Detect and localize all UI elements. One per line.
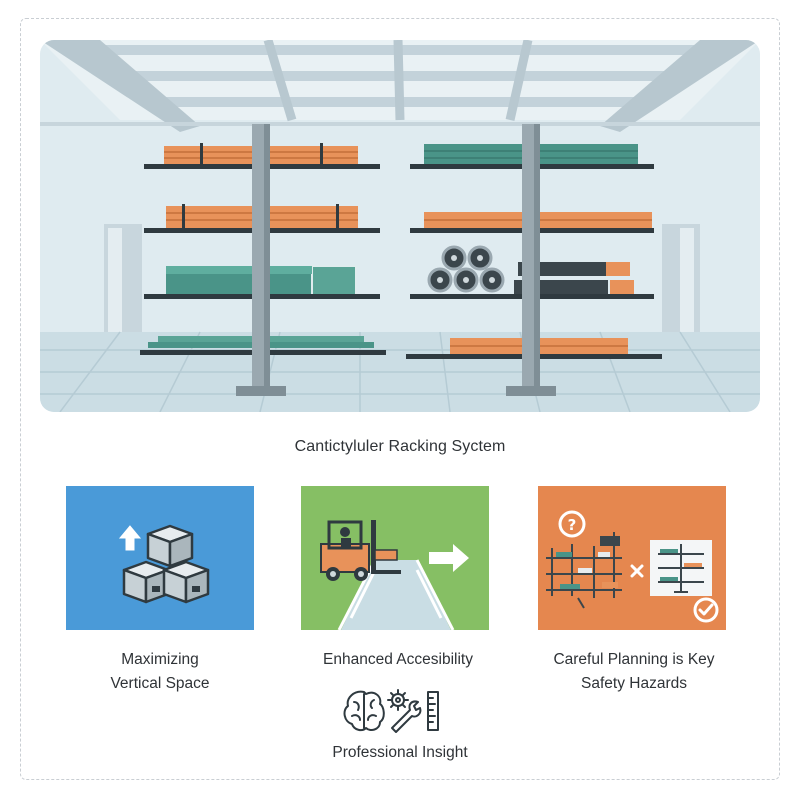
stacked-boxes-up-arrow-icon bbox=[66, 486, 254, 630]
caption-accessibility: Enhanced Accesibility bbox=[280, 648, 516, 672]
page-title: Cantictyluler Racking Syctem bbox=[294, 438, 506, 455]
brain-gears-tools-icon bbox=[343, 689, 439, 733]
card-vertical-space bbox=[66, 486, 254, 630]
card-accessibility bbox=[301, 486, 489, 630]
planning-check-icon: ? bbox=[538, 486, 726, 630]
caption-line: Enhanced Accesibility bbox=[323, 651, 473, 668]
caption-vertical-space: Maximizing Vertical Space bbox=[60, 648, 260, 696]
svg-text:?: ? bbox=[568, 516, 577, 534]
caption-line: Safety Hazards bbox=[581, 675, 687, 692]
card-planning: ? bbox=[538, 486, 726, 630]
dashed-frame bbox=[20, 18, 780, 780]
caption-line: Vertical Space bbox=[110, 675, 210, 692]
forklift-arrow-icon bbox=[301, 486, 489, 630]
insight-label: Professional Insight bbox=[332, 744, 468, 761]
caption-planning: Careful Planning is Key Safety Hazards bbox=[516, 648, 752, 696]
caption-line: Careful Planning is Key bbox=[553, 651, 715, 668]
caption-line: Maximizing bbox=[121, 651, 199, 668]
warehouse-illustration bbox=[40, 40, 760, 412]
